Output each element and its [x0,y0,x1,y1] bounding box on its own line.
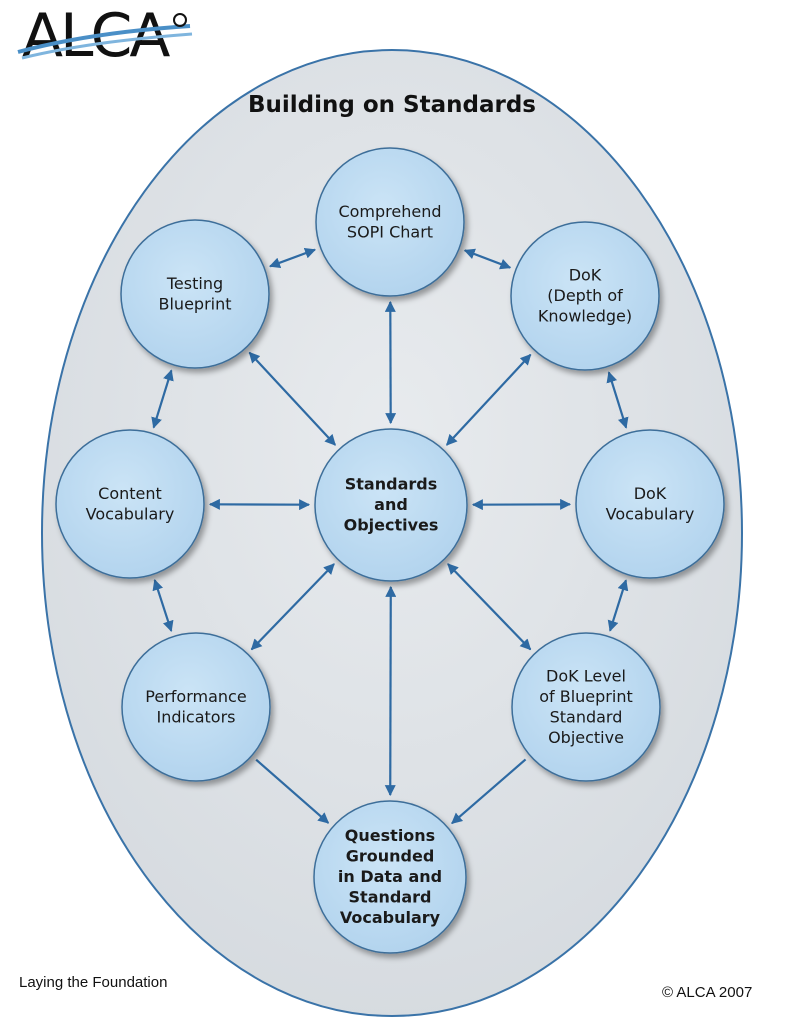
node-circle-center [314,428,468,582]
arrow-content-performance [152,579,174,632]
node-label-questions: Standard [349,888,432,907]
arrow-center-testing [248,351,336,446]
diagram-title: Building on Standards [248,92,536,118]
node-label-dokvocab: Vocabulary [606,504,695,523]
node-label-doklevel: DoK Level [546,666,626,685]
node-circle-doklevel [511,632,661,782]
node-label-questions: Grounded [346,847,435,866]
node-label-questions: Questions [345,826,435,845]
footer-laying-foundation: Laying the Foundation [19,974,168,991]
arrow-testing-content [151,369,174,429]
node-label-dok: Knowledge) [538,307,632,326]
node-label-center: Objectives [344,516,439,535]
node-label-doklevel: Standard [550,707,623,726]
node-label-content: Vocabulary [86,504,175,523]
node-label-performance: Indicators [156,707,235,726]
node-label-comprehend: Comprehend [338,202,441,221]
node-circle-content [55,429,205,579]
node-label-center: Standards [345,475,437,494]
node-label-testing: Testing [166,274,223,293]
node-label-comprehend: SOPI Chart [347,222,433,241]
arrow-center-performance [250,563,335,651]
node-label-testing: Blueprint [159,294,232,313]
node-circle-comprehend [315,147,465,297]
arrow-dokvocab-doklevel [607,579,629,632]
arrow-testing-comprehend [269,247,316,269]
node-label-content: Content [98,484,162,503]
arrow-doklevel-questions [451,758,527,825]
node-circle-testing [120,219,270,369]
alca-logo: ALCA [17,1,193,71]
node-label-dok: (Depth of [547,286,623,305]
footer-copyright: © ALCA 2007 [662,984,753,1001]
node-circle-dokvocab [575,429,725,579]
node-label-performance: Performance [145,687,246,706]
arrow-comprehend-dok [463,248,512,270]
node-label-doklevel: Objective [548,728,624,747]
arrow-dok-dokvocab [606,371,629,429]
node-circle-questions [313,800,467,954]
node-label-dok: DoK [569,266,602,285]
arrows-layer [151,247,629,825]
arrow-center-doklevel [447,563,532,651]
node-circle-performance [121,632,271,782]
node-circle-dok [510,221,660,371]
node-label-questions: in Data and [338,867,442,886]
node-dok: DoK(Depth of Knowledge) [510,221,660,371]
node-label-center: and [374,495,408,514]
node-label-questions: Vocabulary [340,908,441,927]
node-label-dokvocab: DoK [634,484,667,503]
node-label-doklevel: of Blueprint [539,687,633,706]
arrow-center-questions [384,585,397,797]
arrow-center-dok [445,353,532,446]
arrow-performance-questions [255,758,330,824]
